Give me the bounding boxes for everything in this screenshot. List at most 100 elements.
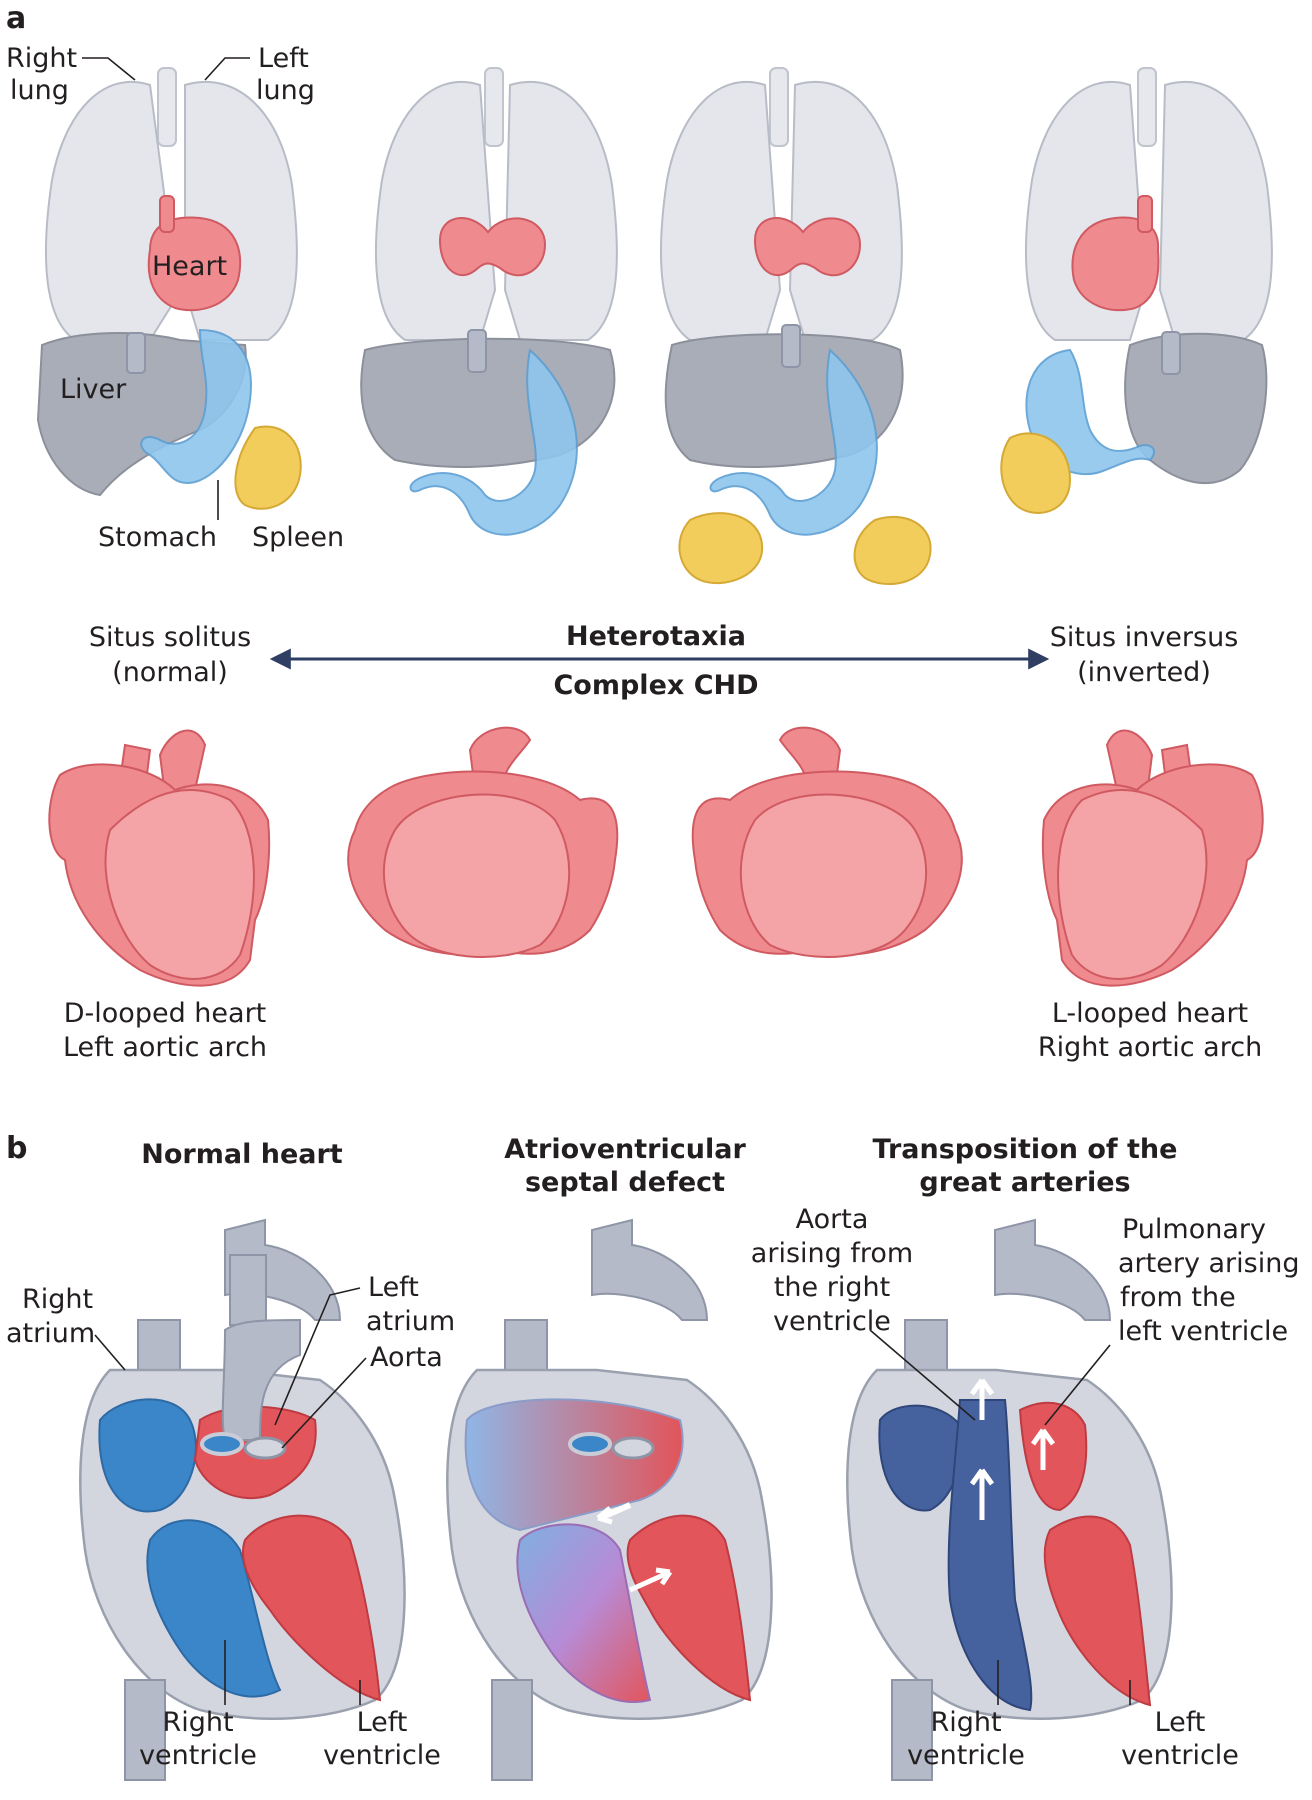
heart-4 [1071, 216, 1160, 312]
right-atrium-label-2: atrium [6, 1318, 95, 1349]
right-ventricle-chamber [146, 1519, 282, 1698]
spectrum: Situs solitus (normal) Heterotaxia Compl… [89, 621, 1238, 701]
heterotaxia-organs-2 [660, 67, 932, 585]
spleen-4 [1000, 432, 1072, 514]
d-heart-ventricle [104, 789, 255, 980]
situs-solitus-organs [36, 67, 302, 510]
heart-label: Heart [152, 251, 227, 282]
heterotaxy-heart-2 [691, 726, 963, 958]
spleen-label: Spleen [252, 522, 344, 553]
left-lung-label-2: lung [256, 75, 315, 106]
panel-b-letter: b [6, 1131, 27, 1166]
right-lung-label-2: lung [10, 75, 69, 106]
ivc-3 [781, 324, 801, 368]
stomach-2 [409, 348, 578, 536]
left-lung-leader [204, 57, 250, 81]
left-ventricle-label-1: Left [357, 1707, 408, 1738]
right-lung-label-1: Right [6, 43, 77, 74]
lung-3a [660, 80, 782, 341]
aortic-valve [243, 1436, 287, 1460]
trachea [157, 67, 177, 147]
avsd-ivc [491, 1679, 533, 1781]
d-looped-caption-1: D-looped heart [64, 998, 267, 1029]
tga-lv-label-2: ventricle [1121, 1740, 1239, 1771]
tga-title-1: Transposition of the [873, 1134, 1178, 1165]
left-atrium-label-2: atrium [366, 1306, 455, 1337]
trachea-4 [1137, 67, 1157, 147]
avsd-aortic-valve [611, 1436, 655, 1460]
tga-title-2: great arteries [919, 1167, 1130, 1198]
right-atrium-label-1: Right [22, 1284, 93, 1315]
pulmonary-valve [200, 1432, 244, 1456]
heart-shape [147, 216, 242, 312]
right-atrium-leader [94, 1334, 126, 1371]
situs-inversus-sub: (inverted) [1077, 657, 1211, 688]
tga-flow-arrow-2 [969, 1378, 995, 1420]
aorta-leader [281, 1357, 367, 1449]
lung-2b [503, 80, 618, 341]
complex-chd-label: Complex CHD [553, 670, 758, 701]
tga-flow-arrow-3 [1030, 1428, 1056, 1470]
ivc-2 [467, 329, 487, 373]
stomach-label: Stomach [98, 522, 217, 553]
trachea-3 [769, 67, 789, 147]
right-lung-shape [45, 80, 177, 341]
spleen-shape [234, 425, 302, 510]
avsd-flow-arrow-2 [628, 1567, 673, 1593]
spleen-3a [678, 512, 764, 585]
tga-pa-label-2: artery arising [1118, 1248, 1299, 1279]
l-looped-caption-2: Right aortic arch [1038, 1032, 1262, 1063]
situs-solitus-label: Situs solitus [89, 622, 251, 653]
situs-inversus-label: Situs inversus [1050, 622, 1239, 653]
liver-4 [1124, 332, 1268, 485]
organ-labels: Right lung Left lung Heart Liver Stomach… [6, 43, 344, 553]
tga-ivc [891, 1679, 933, 1781]
tga-aorta-label-3: the right [774, 1272, 890, 1303]
avsd-pulmonary-valve [568, 1432, 612, 1456]
tga-pa-label-3: from the [1120, 1282, 1236, 1313]
l-looped-heart [1041, 729, 1264, 987]
left-ventricle-chamber [242, 1514, 382, 1702]
tga-aorta-label-1: Aorta [796, 1204, 869, 1235]
left-atrium-label-1: Left [368, 1272, 419, 1303]
liver-label: Liver [60, 374, 127, 405]
lung-3b [788, 80, 903, 341]
avsd-flow-arrowhead-1 [596, 1502, 631, 1525]
arch-branch [229, 1254, 267, 1326]
trachea-2 [484, 67, 504, 147]
spleen-3b [853, 515, 932, 585]
situs-solitus-sub: (normal) [112, 657, 228, 688]
aortic-arch-4 [1137, 195, 1153, 233]
tga-rv-label-2: ventricle [907, 1740, 1025, 1771]
left-lung-label-1: Left [258, 43, 309, 74]
heterotaxia-organs-1 [360, 67, 618, 536]
left-atrium-leader [274, 1287, 361, 1426]
normal-heart-diagram [79, 1218, 406, 1781]
heart-3 [753, 217, 862, 277]
right-lung-leader [82, 57, 136, 81]
tga-aorta-leader [869, 1329, 976, 1421]
lung-4b [1158, 80, 1273, 341]
d-heart-vessel-2 [158, 729, 207, 797]
tga-arch [994, 1218, 1112, 1321]
avsd-arch [591, 1218, 709, 1321]
situs-inversus-organs [1000, 67, 1273, 514]
right-ventricle-label-2: ventricle [139, 1740, 257, 1771]
right-atrium-chamber [98, 1398, 197, 1513]
heterotaxy-heart-1 [347, 726, 619, 958]
lung-2a [375, 80, 497, 341]
stomach-shape [140, 328, 252, 484]
tga-aorta-rv [947, 1399, 1033, 1712]
ivc-b [124, 1679, 166, 1781]
avsd-left-ventricle [626, 1514, 752, 1702]
ivc [126, 332, 146, 374]
tga-diagram [846, 1218, 1173, 1781]
tga-pa-label-4: left ventricle [1118, 1316, 1288, 1347]
right-ventricle-label-1: Right [162, 1707, 233, 1738]
tga-aorta-label-2: arising from [751, 1238, 913, 1269]
het1-ventricle [382, 793, 571, 958]
avsd-diagram [446, 1218, 773, 1781]
normal-heart-title: Normal heart [141, 1139, 343, 1170]
l-heart-ventricle [1057, 789, 1208, 980]
